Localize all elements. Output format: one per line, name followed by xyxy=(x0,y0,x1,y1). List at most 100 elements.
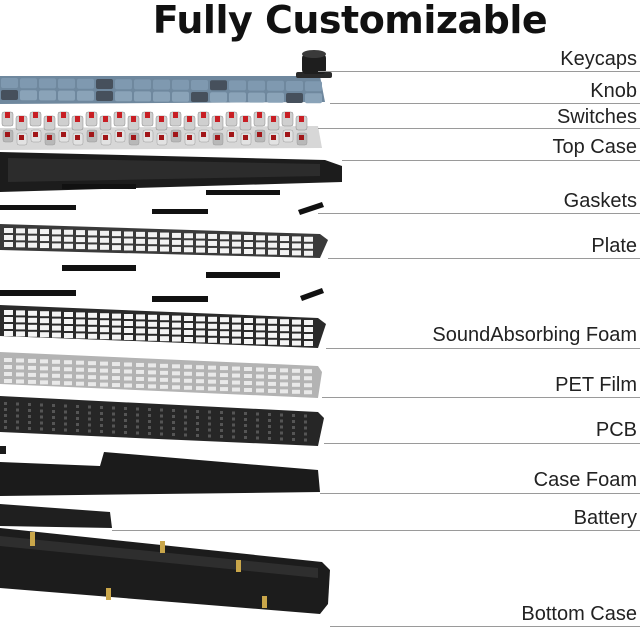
plate-hole xyxy=(196,240,205,246)
switch-stem xyxy=(285,112,290,118)
pcb-dot xyxy=(268,431,271,434)
foam-hole xyxy=(148,321,157,327)
switch-stem xyxy=(145,132,150,137)
page-title: Fully Customizable xyxy=(152,0,548,42)
foam-hole xyxy=(100,320,109,326)
foam-hole xyxy=(172,336,181,342)
foam-hole xyxy=(76,326,85,332)
pet-hole xyxy=(172,385,180,390)
pet-hole xyxy=(76,381,84,386)
switch-stem xyxy=(5,132,10,137)
plate-hole xyxy=(268,249,277,255)
pet-hole xyxy=(220,380,228,385)
pet-hole xyxy=(184,364,192,369)
foam-hole xyxy=(268,339,277,345)
plate-hole xyxy=(208,233,217,239)
foam-hole xyxy=(244,318,253,323)
foam-hole xyxy=(160,336,169,342)
plate-layer xyxy=(0,224,328,258)
foam-hole xyxy=(100,334,109,340)
pcb-dot xyxy=(88,411,91,415)
pet-hole xyxy=(232,373,240,378)
plate-hole xyxy=(88,230,97,236)
plate-hole xyxy=(256,242,265,248)
plate-hole xyxy=(292,236,301,242)
battery-illustration xyxy=(0,504,112,528)
pet-hole xyxy=(304,376,312,381)
switch-stem xyxy=(103,135,108,140)
foam-hole xyxy=(304,320,313,325)
pcb-dot xyxy=(244,412,247,415)
foam-hole xyxy=(280,319,289,325)
plate-hole xyxy=(124,231,133,237)
plate-hole xyxy=(52,236,61,242)
sound-foam-leader-line xyxy=(326,348,640,349)
top-case-layer xyxy=(0,152,342,192)
plate-hole xyxy=(220,248,229,254)
plate-hole xyxy=(172,232,181,238)
foam-hole xyxy=(196,323,205,329)
keycap xyxy=(305,93,322,104)
plate-hole xyxy=(136,238,145,244)
switch-stem xyxy=(5,112,10,118)
keycap xyxy=(153,79,170,90)
pcb-dot xyxy=(76,411,79,414)
keycap xyxy=(229,80,246,91)
pet-hole xyxy=(244,381,252,385)
foam-hole xyxy=(292,326,301,332)
bottom-case-layer xyxy=(0,528,330,614)
pcb-dot xyxy=(28,403,31,406)
keycaps-layer xyxy=(0,76,325,104)
keycap xyxy=(248,80,265,91)
pet-hole xyxy=(136,383,144,388)
pcb-dot xyxy=(112,424,115,428)
pcb-dot xyxy=(160,432,163,436)
foam-hole xyxy=(112,327,121,333)
foam-hole xyxy=(196,337,205,343)
pcb-dot xyxy=(52,410,55,413)
foam-hole xyxy=(184,316,193,321)
foam-hole xyxy=(40,332,49,338)
pcb-dot xyxy=(28,427,31,430)
plate-hole xyxy=(124,245,133,251)
plate-hole xyxy=(124,238,133,244)
plate-hole xyxy=(88,237,97,243)
plate-hole xyxy=(136,231,145,237)
plate-hole xyxy=(160,239,169,245)
pet-hole xyxy=(160,384,168,389)
pcb-dot xyxy=(304,420,307,424)
pcb-dot xyxy=(112,430,115,434)
switches-leader-line xyxy=(318,128,640,129)
pcb-dot xyxy=(232,435,235,439)
foam-hole xyxy=(40,325,49,331)
pet-hole xyxy=(76,374,84,379)
foam-hole xyxy=(28,331,37,337)
foam-hole xyxy=(208,323,217,329)
pcb-dot xyxy=(4,402,7,405)
pcb-dot xyxy=(4,426,7,429)
pcb-dot xyxy=(184,433,187,437)
switch-stem xyxy=(271,116,276,122)
pcb-dot xyxy=(232,429,235,433)
layer-label-keycaps: Keycaps xyxy=(560,48,637,70)
plate-hole xyxy=(76,237,85,243)
keycap xyxy=(58,78,75,89)
pcb-dot xyxy=(148,420,151,423)
switch-stem xyxy=(47,116,52,122)
pcb-dot xyxy=(4,414,7,417)
layer-label-sound-absorbing-foam: SoundAbsorbing Foam xyxy=(432,324,637,346)
pcb-dot xyxy=(220,423,223,426)
pcb-dot xyxy=(148,408,151,411)
foam-hole xyxy=(220,338,229,344)
keycap xyxy=(172,79,189,90)
pet-hole xyxy=(196,372,204,377)
pcb-dot xyxy=(136,431,139,435)
gaskets-layer xyxy=(0,184,324,215)
plate-hole xyxy=(64,243,73,249)
foam-hole xyxy=(292,340,301,346)
plate-hole xyxy=(280,236,289,242)
keycap xyxy=(115,79,132,90)
foam-hole xyxy=(136,314,145,320)
pcb-dot xyxy=(4,408,7,411)
plate-hole xyxy=(100,237,109,243)
